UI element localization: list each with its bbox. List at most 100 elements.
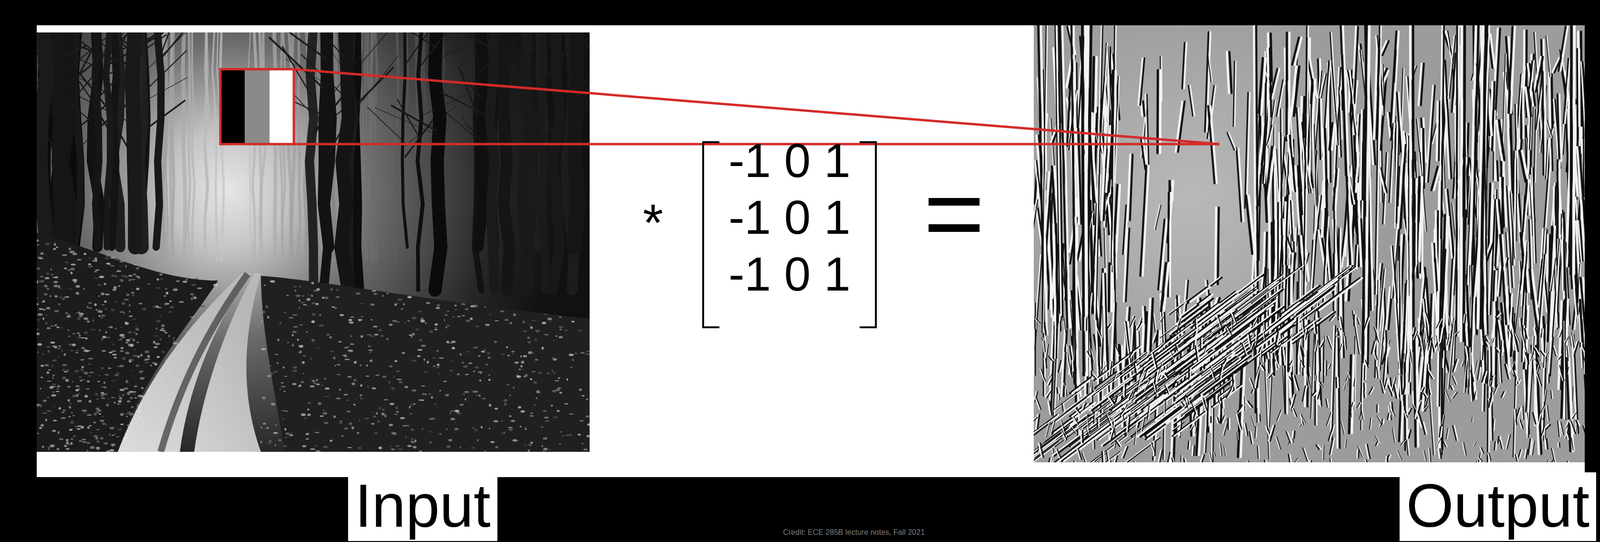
leaf-speck	[120, 423, 124, 426]
leaf-speck	[36, 281, 39, 284]
leaf-speck	[462, 393, 466, 395]
leaf-speck	[108, 264, 112, 266]
leaf-speck	[466, 351, 471, 353]
leaf-speck	[51, 394, 57, 397]
leaf-speck	[102, 422, 105, 426]
leaf-speck	[46, 306, 51, 310]
leaf-speck	[87, 257, 92, 260]
leaf-speck	[317, 347, 320, 350]
leaf-speck	[115, 436, 120, 437]
leaf-speck	[58, 406, 62, 410]
leaf-speck	[86, 266, 92, 268]
leaf-speck	[397, 448, 403, 451]
leaf-speck	[488, 378, 491, 381]
leaf-speck	[132, 294, 135, 296]
leaf-speck	[112, 353, 117, 356]
leaf-speck	[87, 375, 92, 377]
leaf-speck	[551, 369, 553, 372]
leaf-speck	[94, 259, 98, 262]
edge-streak	[1583, 106, 1585, 197]
tree-branch	[157, 32, 178, 65]
leaf-speck	[77, 332, 80, 334]
edge-streak	[1548, 72, 1550, 128]
tree-trunk	[155, 32, 161, 248]
leaf-speck	[481, 350, 486, 353]
leaf-speck	[36, 332, 40, 336]
leaf-speck	[135, 332, 138, 335]
leaf-speck	[407, 320, 411, 322]
leaf-speck	[52, 419, 57, 422]
far-tree	[288, 32, 292, 262]
edge-streak	[1190, 85, 1195, 116]
leaf-speck	[551, 389, 558, 393]
tree-trunk	[309, 32, 314, 291]
leaf-speck	[542, 437, 548, 440]
leaf-speck	[41, 412, 48, 414]
leaf-speck	[65, 441, 70, 445]
far-tree	[220, 32, 224, 262]
leaf-speck	[457, 373, 460, 375]
leaf-speck	[36, 267, 41, 271]
leaf-speck	[119, 396, 123, 400]
leaf-speck	[68, 335, 71, 338]
leaf-speck	[45, 322, 48, 325]
leaf-speck	[438, 373, 440, 375]
leaf-speck	[541, 346, 544, 350]
leaf-speck	[150, 363, 153, 367]
leaf-speck	[353, 403, 356, 406]
leaf-speck	[536, 391, 539, 394]
leaf-speck	[261, 396, 266, 400]
leaf-speck	[137, 277, 141, 279]
leaf-speck	[289, 434, 294, 437]
leaf-speck	[276, 362, 279, 364]
leaf-speck	[42, 300, 46, 303]
tree-branch	[494, 41, 531, 71]
leaf-speck	[382, 375, 387, 378]
leaf-speck	[282, 445, 288, 447]
leaf-speck	[443, 380, 447, 382]
edge-streak	[1320, 344, 1323, 383]
leaf-speck	[88, 400, 92, 403]
leaf-speck	[348, 318, 353, 322]
leaf-speck	[569, 433, 572, 437]
leaf-speck	[67, 269, 71, 271]
leaf-speck	[354, 398, 357, 400]
leaf-speck	[372, 387, 377, 390]
leaf-speck	[60, 296, 63, 299]
leaf-speck	[56, 388, 60, 390]
leaf-speck	[44, 277, 50, 280]
leaf-speck	[370, 303, 375, 306]
leaf-speck	[107, 367, 112, 369]
leaf-speck	[135, 364, 140, 367]
leaf-speck	[192, 295, 196, 298]
leaf-speck	[520, 364, 523, 368]
leaf-speck	[365, 375, 370, 377]
leaf-speck	[50, 325, 55, 327]
leaf-speck	[113, 401, 116, 404]
leaf-speck	[360, 316, 364, 318]
leaf-speck	[502, 431, 506, 434]
leaf-speck	[98, 413, 102, 415]
leaf-speck	[371, 423, 375, 426]
leaf-speck	[385, 337, 389, 341]
tree-branch	[467, 32, 508, 62]
leaf-speck	[304, 416, 307, 420]
leaf-speck	[473, 390, 479, 393]
leaf-speck	[523, 330, 528, 333]
leaf-speck	[101, 303, 105, 306]
leaf-speck	[65, 378, 70, 382]
leaf-speck	[56, 447, 60, 451]
leaf-speck	[324, 395, 330, 397]
leaf-speck	[120, 346, 124, 350]
leaf-speck	[523, 444, 527, 446]
edge-streak	[1177, 101, 1185, 153]
leaf-speck	[470, 305, 475, 308]
leaf-speck	[267, 315, 270, 319]
leaf-speck	[262, 422, 267, 425]
leaf-speck	[394, 360, 398, 363]
leaf-speck	[43, 293, 48, 296]
leaf-speck	[114, 433, 117, 435]
leaf-speck	[323, 296, 329, 300]
leaf-speck	[122, 336, 125, 339]
leaf-speck	[436, 406, 439, 409]
